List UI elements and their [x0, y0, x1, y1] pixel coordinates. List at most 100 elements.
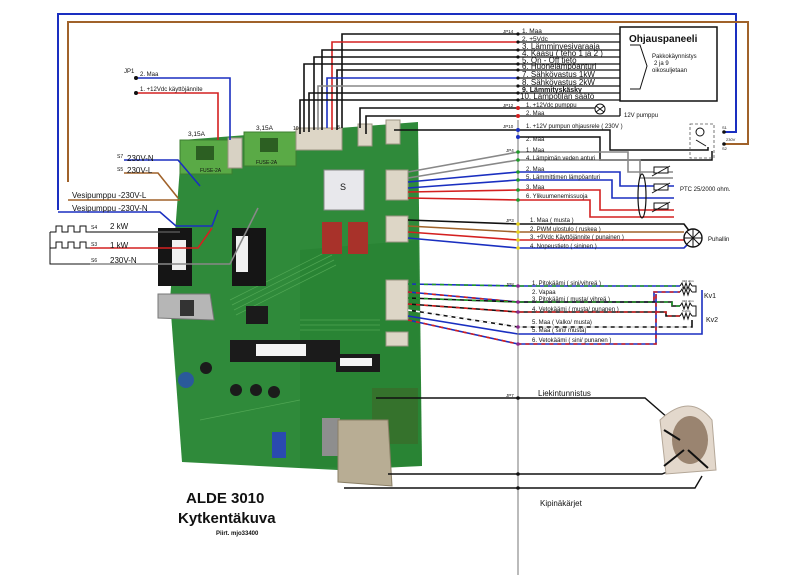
terminal-s3-id: S3	[91, 242, 97, 248]
fan-symbol	[683, 228, 703, 248]
jp4-pin-2: 2. Maa	[526, 167, 545, 173]
coil-kv2-pull	[679, 311, 693, 321]
microcontroller-barcode	[256, 344, 306, 356]
control-panel-title: Ohjauspaneeli	[629, 34, 698, 45]
ptc-label: PTC 25/2000 ohm.	[680, 187, 731, 193]
burner-plate	[659, 405, 717, 475]
terminal-s5-label: 230V-L	[127, 166, 153, 175]
jp14-pin-1: 1. Maa	[522, 28, 542, 35]
water-pump-l-label: Vesipumppu -230V-L	[72, 191, 147, 200]
jp12-pump-symbol	[594, 103, 606, 115]
relay-terminal-s1: S1	[722, 125, 728, 130]
ignition-transformer	[337, 419, 393, 487]
ptc-sensor-2	[653, 183, 669, 191]
jp14-pin-2: 2. +5Vdc	[522, 36, 549, 43]
coil-kv2-hold	[679, 301, 693, 311]
diagram-author: Piirt. mjo33400	[216, 531, 259, 537]
jp3-pin-2: 2. PWM ulostulo ( ruskea )	[530, 227, 601, 233]
control-panel: Ohjauspaneeli Pakkokäynnistys 2 ja 9 oik…	[619, 26, 718, 102]
ptc-sensors	[651, 165, 671, 213]
coil-label-1: 310 ohm	[682, 279, 694, 283]
jp4-pin-4: 4. Lämpimän veden anturi	[526, 156, 595, 162]
control-panel-note-3: oikosuljetaan	[652, 68, 687, 74]
valve-coils	[679, 281, 697, 321]
jp9-connector	[385, 331, 409, 347]
left-wires	[49, 159, 259, 265]
jp14-label: JP14	[503, 29, 514, 34]
fuse-2-name: FUSE-2A	[256, 160, 278, 166]
bridge-line	[630, 44, 648, 90]
jp4-wires	[407, 151, 674, 219]
jp8-wires	[407, 283, 703, 345]
capacitor-1	[178, 372, 194, 388]
terminal-s6-id: S6	[91, 258, 97, 264]
jp12-label: JP12	[503, 103, 514, 108]
ptc-sensor-3	[653, 202, 669, 210]
jp14-pin-8: 8. Sähkövastus 2kW	[522, 78, 595, 87]
wire-blue-mains	[57, 13, 737, 210]
jp4-cable-bundle	[637, 173, 647, 219]
coil-kv1-pull	[679, 287, 693, 297]
transformer-1-label	[172, 240, 186, 270]
terminal-s7-id: S7	[117, 154, 123, 160]
relay-terminal-s2: S2	[722, 146, 728, 151]
valve-kv1-label: Kv1	[704, 293, 716, 300]
relay-voltage: 230V	[726, 137, 736, 142]
jp3-pin-4: 4. Nopeustieto ( sininen )	[530, 244, 597, 250]
coil-label-4: 5 ohm	[682, 309, 691, 313]
spark-electrodes-label: Kipinäkärjet	[540, 499, 583, 508]
jp10-pin-2: 2. Maa	[526, 137, 545, 143]
terminal-s4-label: 2 kW	[110, 222, 129, 231]
relay-box-outline	[689, 123, 715, 159]
jp4-pin-1: 1. Maa	[526, 148, 545, 154]
jp8-pin-2: 2. Vapaa	[532, 290, 556, 296]
jp8-label: JP8	[506, 282, 514, 287]
jp4-pin-6: 6. Ylikuumenemissuoja	[526, 194, 588, 200]
panel-lines	[518, 33, 624, 117]
diagram-title: ALDE 3010	[186, 490, 265, 507]
capacitor-2	[200, 362, 212, 374]
jp4-connector	[385, 169, 409, 201]
jp1-pin-1: 1. +12Vdc käyttöjännite	[140, 87, 203, 93]
jp1-connector	[227, 137, 243, 169]
jp8-pin-5a: 5. Maa ( Valko/ musta)	[532, 320, 592, 326]
valve-kv2-label: Kv2	[706, 317, 718, 324]
jp3-pin-3: 3. +9Vdc Käyttöjännite ( punainen )	[530, 235, 624, 241]
capacitor-5	[268, 386, 280, 398]
regulator	[180, 300, 194, 316]
electrolytic-cap	[322, 418, 340, 456]
jp8-pin-3: 3. Pitokäämi ( musta/ vihreä )	[532, 297, 610, 303]
wire-brown-mains	[67, 21, 749, 182]
mains-wires	[57, 13, 749, 210]
coil-label-2: 5 ohm	[682, 286, 691, 290]
capacitor-4	[250, 384, 262, 396]
ptc-sensor-1	[653, 166, 669, 174]
small-ic	[246, 306, 268, 324]
junction-dots	[516, 32, 520, 490]
jp8-pin-4: 4. Vetokäämi ( musta/ punanen )	[532, 307, 619, 313]
terminal-s6-label: 230V-N	[110, 256, 137, 265]
relay-block	[323, 169, 365, 211]
fuse-1-rating: 3,15A	[188, 131, 206, 138]
fuse-holder-2	[243, 131, 297, 167]
relay-2	[348, 222, 368, 254]
jp14-wires	[299, 33, 518, 134]
fuse-holder-2-slot	[260, 138, 278, 152]
terminal-s7-label: 230V-N	[127, 154, 154, 163]
terminal-s4-id: S4	[91, 225, 97, 231]
jp1-pin-2: 2. Maa	[140, 72, 159, 78]
jp8-connector	[385, 279, 409, 321]
jp12-header	[357, 123, 373, 147]
jp3-connector	[385, 215, 409, 243]
capacitor-3	[230, 384, 242, 396]
trimmer-pot	[272, 432, 286, 458]
fuse-holder-1-slot	[196, 146, 214, 160]
jp4-pin-3: 3. Maa	[526, 185, 545, 191]
flame-detection-label: Liekintunnistus	[538, 389, 591, 398]
heater-element-2kw	[50, 225, 90, 233]
jp8-pin-6: 6. Vetokäämi ( sini/ punanen )	[532, 338, 611, 344]
control-panel-note-2: 2 ja 9	[654, 61, 669, 67]
fuse-2-rating: 3,15A	[256, 125, 274, 132]
jp12-pin-2: 2. Maa	[526, 111, 545, 117]
jp8-pin-1: 1. Pitokäämi ( sini/vihreä )	[532, 281, 601, 287]
